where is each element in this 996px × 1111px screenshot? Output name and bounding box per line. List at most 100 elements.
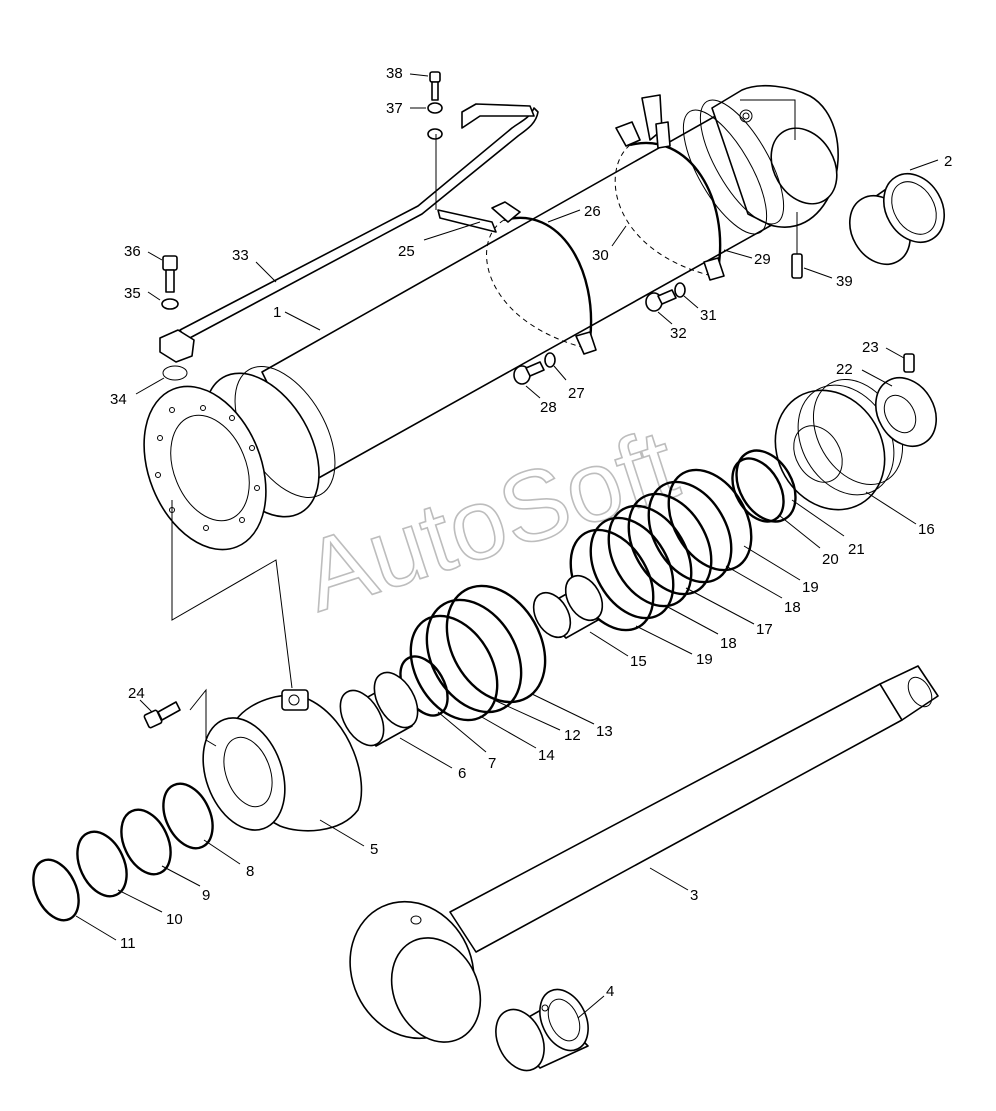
callout-label: 19: [696, 651, 713, 668]
cylinder-barrel: [143, 84, 839, 551]
callout-6: 6: [399, 737, 466, 782]
callout-16: 16: [865, 491, 935, 538]
callout-label: 13: [596, 723, 613, 740]
callout-8: 8: [203, 839, 254, 880]
callout-label: 39: [836, 273, 853, 290]
callout-7: 7: [437, 711, 496, 772]
callout-26: 26: [547, 203, 601, 223]
callout-18a: 18: [725, 565, 801, 616]
callout-12: 12: [493, 699, 581, 744]
callout-28: 28: [525, 385, 557, 416]
callout-label: 1: [273, 304, 281, 321]
callout-17: 17: [685, 587, 773, 638]
pin-bushing-4: [495, 988, 589, 1072]
callout-label: 20: [822, 551, 839, 568]
callout-19b: 19: [635, 625, 713, 668]
callout-label: 35: [124, 285, 141, 302]
cylinder-head-5: [202, 689, 363, 832]
callout-label: 4: [606, 983, 614, 1000]
seal-rings-17-21: [569, 449, 797, 632]
callout-39: 39: [803, 267, 853, 290]
callout-label: 26: [584, 203, 601, 220]
leader-24-guide: [189, 688, 217, 747]
callout-32: 32: [657, 311, 687, 342]
wiper-rings-8-11: [32, 782, 214, 922]
bolt-28: [513, 352, 556, 385]
callout-37: 37: [386, 100, 426, 117]
callout-label: 12: [564, 727, 581, 744]
o-rings-12-14: [409, 584, 547, 722]
nut-22: [875, 353, 937, 447]
callout-1: 1: [273, 304, 321, 331]
callout-label: 28: [540, 399, 557, 416]
callout-label: 34: [110, 391, 127, 408]
callout-25: 25: [398, 221, 481, 260]
pipe-33: [159, 103, 539, 381]
callout-23: 23: [862, 339, 905, 359]
callout-20: 20: [779, 515, 839, 568]
callout-14: 14: [479, 715, 555, 764]
callout-label: 31: [700, 307, 717, 324]
callout-label: 3: [690, 887, 698, 904]
callout-label: 30: [592, 247, 609, 264]
grease-fitting-39: [791, 212, 803, 279]
bolt-32: [645, 282, 686, 312]
callout-15: 15: [589, 631, 647, 670]
callout-label: 6: [458, 765, 466, 782]
piston-rod-3: [349, 665, 939, 1043]
callout-10: 10: [117, 889, 183, 928]
callout-label: 27: [568, 385, 585, 402]
callout-label: 24: [128, 685, 145, 702]
callout-34: 34: [110, 377, 165, 408]
callout-label: 17: [756, 621, 773, 638]
assembly-guide-line: [171, 500, 293, 689]
callout-label: 8: [246, 863, 254, 880]
callout-label: 14: [538, 747, 555, 764]
callout-18b: 18: [665, 605, 737, 652]
callout-label: 15: [630, 653, 647, 670]
callout-label: 32: [670, 325, 687, 342]
callout-22: 22: [836, 361, 893, 387]
callout-21: 21: [791, 499, 865, 558]
callout-36: 36: [124, 243, 163, 261]
callout-label: 18: [720, 635, 737, 652]
bolt-24: [143, 701, 181, 729]
callout-2: 2: [909, 153, 952, 171]
callout-33: 33: [232, 247, 277, 283]
callout-label: 10: [166, 911, 183, 928]
callout-4: 4: [577, 983, 614, 1019]
callout-label: 37: [386, 100, 403, 117]
callout-label: 23: [862, 339, 879, 356]
callout-9: 9: [161, 865, 210, 904]
bolt-38: [427, 71, 443, 140]
bushing-2: [849, 173, 945, 265]
callout-11: 11: [75, 915, 136, 952]
callout-label: 19: [802, 579, 819, 596]
callout-label: 11: [120, 935, 136, 952]
callout-label: 16: [918, 521, 935, 538]
callout-label: 7: [488, 755, 496, 772]
callout-label: 5: [370, 841, 378, 858]
callout-24: 24: [128, 685, 153, 713]
bolt-36: [161, 255, 179, 310]
callout-label: 29: [754, 251, 771, 268]
callout-29: 29: [723, 249, 771, 268]
callout-31: 31: [683, 295, 717, 324]
callout-label: 18: [784, 599, 801, 616]
callout-19a: 19: [743, 545, 819, 596]
callout-label: 36: [124, 243, 141, 260]
callout-30: 30: [592, 225, 627, 264]
callout-35: 35: [124, 285, 161, 302]
callout-label: 9: [202, 887, 210, 904]
callout-38: 38: [386, 65, 429, 82]
callout-label: 21: [848, 541, 865, 558]
callout-27: 27: [553, 365, 585, 402]
callout-label: 38: [386, 65, 403, 82]
callout-label: 33: [232, 247, 249, 264]
callout-label: 2: [944, 153, 952, 170]
clamp-band-26: [486, 201, 597, 355]
bushing-6: [339, 671, 419, 747]
callout-5: 5: [319, 819, 378, 858]
callout-label: 25: [398, 243, 415, 260]
